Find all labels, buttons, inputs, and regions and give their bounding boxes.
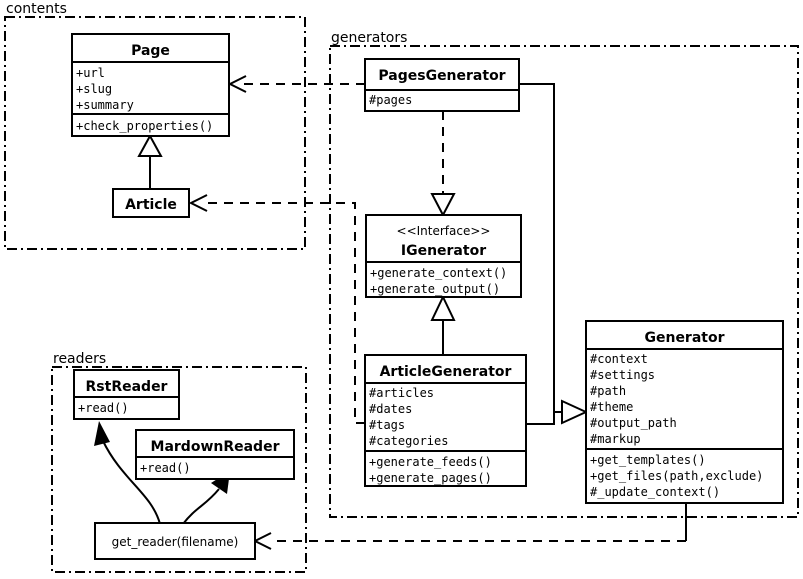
class-igenerator-op-0: +generate_context() [370,266,507,280]
class-generator-attr-5: #markup [590,432,641,446]
class-generator-attr-0: #context [590,352,648,366]
class-igenerator-stereotype: <<Interface>> [397,224,491,238]
class-article-generator[interactable]: ArticleGenerator #articles #dates #tags … [364,354,527,487]
class-article-generator-attr-2: #tags [369,418,405,432]
class-pages-generator-box [364,58,520,112]
class-generator-name: Generator [644,330,724,346]
package-contents-border [4,16,306,250]
class-generator-box [585,320,784,504]
rel-article-generalize [137,133,163,190]
class-page-name: Page [131,43,170,59]
class-rst-reader[interactable]: RstReader +read() [73,369,180,420]
class-article-generator-attr-3: #categories [369,434,448,448]
rel-pagesgen-page [227,75,365,93]
class-rst-reader-box [73,369,180,420]
rel-articlegen-igenerator [430,294,456,355]
class-mardown-reader-name: MardownReader [151,439,280,455]
class-generator-op-0: +get_templates() [590,453,706,467]
class-page-attr-1: +slug [76,82,112,96]
rel-pagesgen-generator-line [519,83,562,413]
class-generator-op-2: #_update_context() [590,485,720,499]
rel-article-generalize-arrowhead [137,133,163,157]
class-rst-reader-op-0: +read() [78,401,129,415]
class-pages-generator-name: PagesGenerator [378,68,505,84]
class-article[interactable]: Article [112,188,190,218]
package-generators-border [329,45,799,518]
class-generator-attr-3: #theme [590,400,633,414]
class-pages-generator-attr-0: #pages [369,93,412,107]
class-igenerator-op-1: +generate_output() [370,282,500,296]
class-mardown-reader-op-0: +read() [140,461,191,475]
class-generator-attr-1: #settings [590,368,655,382]
class-generator-attr-4: #output_path [590,416,677,430]
class-igenerator-name: IGenerator [401,243,486,259]
class-article-name: Article [125,197,177,213]
class-generator-op-1: +get_files(path,exclude) [590,469,763,483]
rel-pagesgen-igenerator [430,111,456,218]
function-get-reader[interactable]: get_reader(filename) [94,522,256,560]
package-contents-label: contents [6,1,67,17]
package-generators-label: generators [331,30,407,46]
function-get-reader-box [94,522,256,560]
rel-articlegen-generator-line [526,412,555,425]
rel-pagesgen-generator [519,83,562,413]
class-page-attr-2: +summary [76,98,134,112]
rel-pagesgen-page-arrowhead [227,75,247,93]
class-rst-reader-name: RstReader [86,379,168,395]
class-article-generator-op-1: +generate_pages() [369,471,492,485]
class-article-generator-attr-1: #dates [369,402,412,416]
class-page-op-0: +check_properties() [76,119,213,133]
class-article-generator-op-0: +generate_feeds() [369,455,492,469]
package-readers: readers [51,351,307,573]
class-article-generator-box [364,354,527,487]
package-generators: generators [329,30,799,518]
rel-getreader-mardown-line [182,488,220,525]
class-mardown-reader[interactable]: MardownReader +read() [135,429,295,480]
class-igenerator[interactable]: <<Interface>> IGenerator +generate_conte… [365,214,522,298]
rel-articlegen-generator [526,399,589,425]
rel-generator-getreader [252,503,687,550]
class-igenerator-box [365,214,522,298]
rel-articlegen-generator-arrowhead [561,399,589,425]
package-readers-border [51,366,307,573]
class-article-box [112,188,190,218]
rel-getreader-rst [94,421,161,525]
class-article-generator-attr-0: #articles [369,386,434,400]
rel-pagesgen-igenerator-arrowhead [430,193,456,218]
rel-articlegen-article-arrowhead [188,194,208,212]
package-contents: contents [4,1,306,250]
class-generator[interactable]: Generator #context #settings #path #them… [585,320,784,504]
rel-getreader-rst-line [102,440,161,525]
package-readers-label: readers [53,351,106,367]
rel-articlegen-igenerator-arrowhead [430,294,456,321]
class-generator-attr-2: #path [590,384,626,398]
rel-getreader-rst-arrowhead [94,421,110,446]
class-pages-generator[interactable]: PagesGenerator #pages [364,58,520,112]
class-article-generator-name: ArticleGenerator [380,364,512,380]
class-page-attr-0: +url [76,66,105,80]
class-mardown-reader-box [135,429,295,480]
class-page-box [71,33,230,137]
rel-articlegen-article [188,194,365,424]
rel-generator-getreader-arrowhead [252,532,272,550]
class-page[interactable]: Page +url +slug +summary +check_properti… [71,33,230,137]
rel-articlegen-article-line [201,202,365,424]
function-get-reader-label: get_reader(filename) [112,535,239,549]
